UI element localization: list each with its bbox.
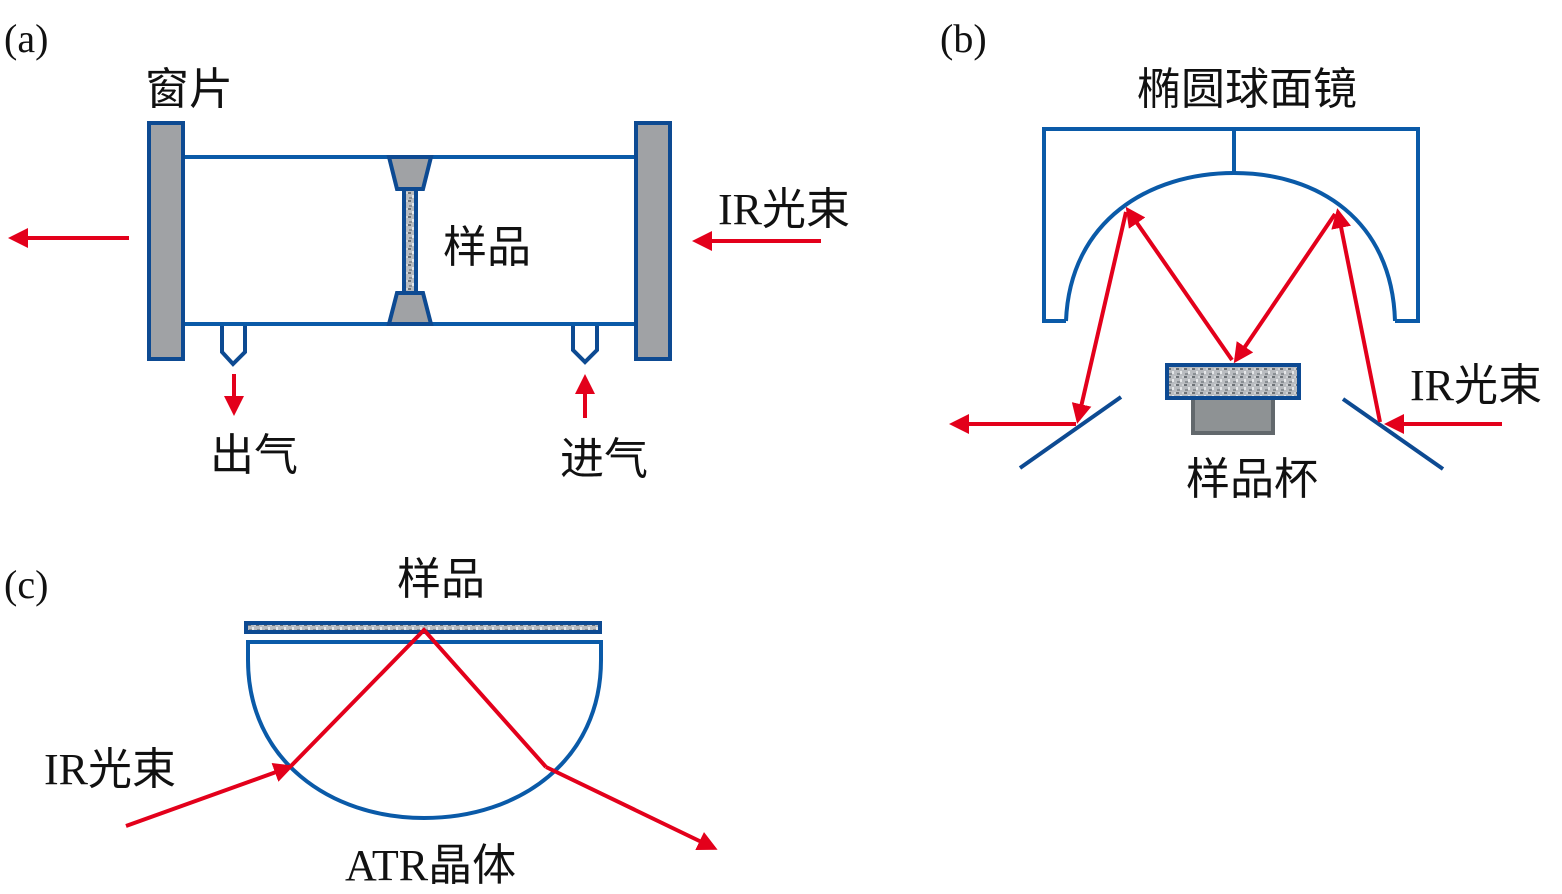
atr-crystal <box>246 640 603 821</box>
mirror-housing <box>1042 127 1420 323</box>
gas-inlet-port <box>571 326 599 365</box>
sample-label: 样品 <box>443 223 531 272</box>
atr-crystal-label: ATR晶体 <box>345 841 516 890</box>
ellipsoidal-mirror-surface <box>1064 170 1397 322</box>
right-flat-mirror <box>1341 397 1445 471</box>
left-window <box>147 121 185 361</box>
atr-beam-in <box>125 763 294 828</box>
sample-label-c: 样品 <box>397 555 485 604</box>
beam-to-right-mirror <box>1331 208 1382 423</box>
sample-cup-powder <box>1165 363 1301 400</box>
left-flat-mirror <box>1018 395 1123 470</box>
beam-to-sample <box>1233 212 1337 364</box>
gas-out-label: 出气 <box>210 431 298 480</box>
ir-beam-label-a: IR光束 <box>718 185 850 234</box>
panel-a-label: (a) <box>4 16 48 61</box>
panel-a: (a) 窗片 样品 IR光束 出气 进气 <box>4 16 850 484</box>
atr-beam-out <box>545 765 718 851</box>
right-window <box>634 121 672 361</box>
sample-clamp-bottom <box>386 291 434 326</box>
panel-c-label: (c) <box>4 562 48 607</box>
atr-beam-internal <box>288 627 548 769</box>
ellipsoidal-mirror-label: 椭圆球面镜 <box>1137 65 1357 114</box>
panel-b: (b) 椭圆球面镜 样品杯 IR光束 <box>940 16 1542 504</box>
window-label: 窗片 <box>145 65 233 114</box>
beam-to-left-flat <box>1071 211 1128 424</box>
ir-beam-label-b: IR光束 <box>1410 361 1542 410</box>
sample-film <box>402 187 418 295</box>
panel-b-label: (b) <box>940 16 987 61</box>
sample-cup-label: 样品杯 <box>1186 455 1318 504</box>
ir-beam-label-c: IR光束 <box>44 745 176 794</box>
sample-clamp-top <box>386 155 434 191</box>
gas-outlet-port <box>220 326 247 367</box>
panel-c: (c) 样品 IR光束 ATR晶体 <box>4 555 718 890</box>
sample-cup-base <box>1191 396 1275 435</box>
beam-to-left-mirror <box>1125 206 1234 362</box>
gas-in-label: 进气 <box>560 435 648 484</box>
